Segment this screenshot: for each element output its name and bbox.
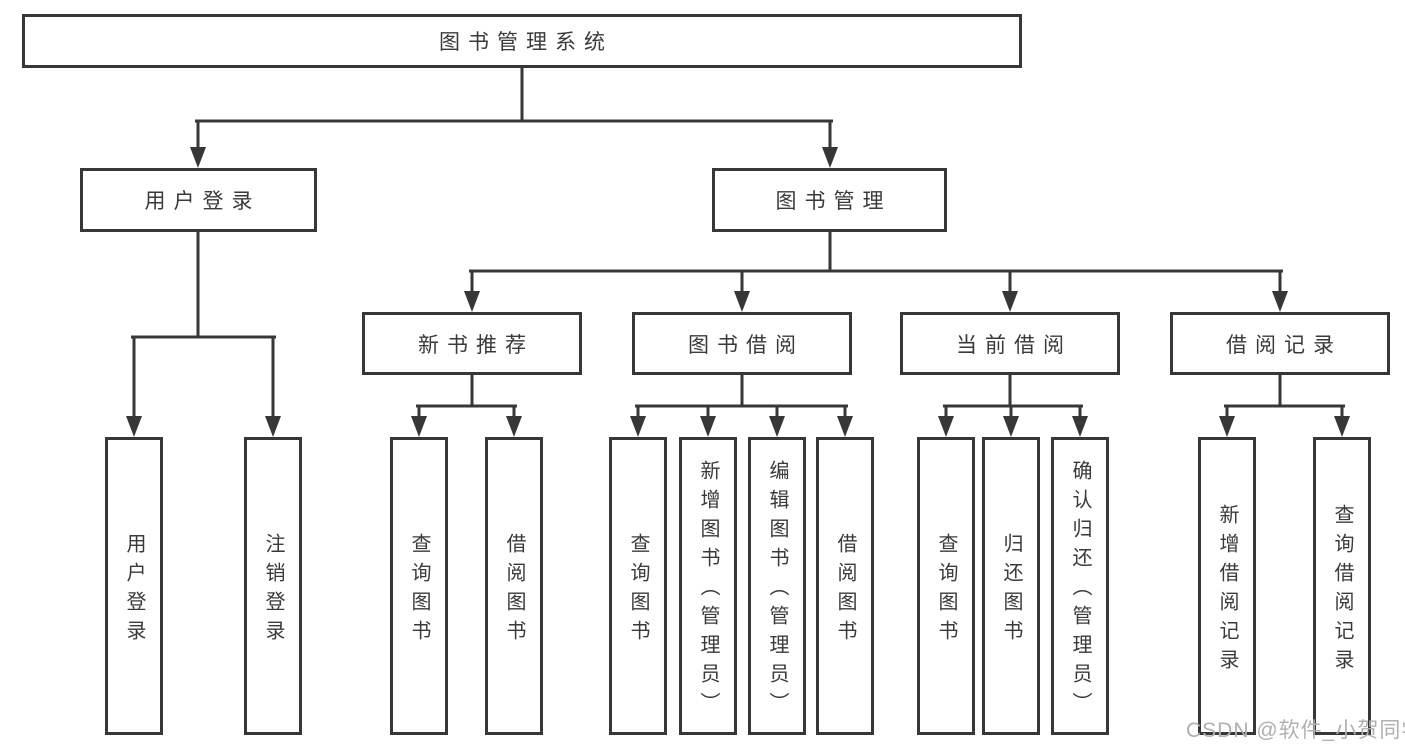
node-book-management: 图书管理 (712, 168, 947, 232)
leaf-query-books-recommend-label: 查询图书 (408, 532, 430, 649)
leaf-query-books-borrow: 查询图书 (609, 437, 667, 735)
leaf-add-book-admin-label: 新增图书（管理员） (697, 460, 719, 721)
node-library-system: 图书管理系统 (22, 14, 1022, 68)
leaf-query-books-current-label: 查询图书 (935, 532, 957, 649)
leaf-edit-book-admin-label: 编辑图书（管理员） (766, 460, 788, 721)
leaf-borrow-books-label: 借阅图书 (834, 532, 856, 649)
leaf-borrow-books: 借阅图书 (816, 437, 874, 735)
node-borrowing-records-label: 借阅记录 (1226, 333, 1342, 357)
leaf-logout-login: 注销登录 (244, 437, 302, 735)
leaf-add-book-admin: 新增图书（管理员） (679, 437, 737, 735)
leaf-borrow-books-recommend-label: 借阅图书 (503, 532, 525, 649)
node-book-management-label: 图书管理 (775, 190, 892, 213)
node-new-book-recommend-label: 新书推荐 (418, 333, 534, 357)
leaf-query-books-borrow-label: 查询图书 (627, 532, 649, 649)
leaf-edit-book-admin: 编辑图书（管理员） (748, 437, 806, 735)
leaf-query-borrow-record-label: 查询借阅记录 (1331, 503, 1353, 678)
leaf-return-books-label: 归还图书 (1000, 532, 1022, 649)
node-user-login-label: 用户登录 (144, 190, 261, 213)
leaf-confirm-return-admin-label: 确认归还（管理员） (1069, 460, 1091, 721)
leaf-confirm-return-admin: 确认归还（管理员） (1051, 437, 1109, 735)
leaf-query-books-recommend: 查询图书 (390, 437, 448, 735)
leaf-borrow-books-recommend: 借阅图书 (485, 437, 543, 735)
node-new-book-recommend: 新书推荐 (362, 312, 582, 375)
leaf-user-login: 用户登录 (105, 437, 163, 735)
leaf-query-borrow-record: 查询借阅记录 (1313, 437, 1371, 735)
node-book-borrowing-label: 图书借阅 (688, 333, 804, 357)
leaf-user-login-label: 用户登录 (123, 532, 145, 649)
leaf-logout-login-label: 注销登录 (262, 532, 284, 649)
node-library-system-label: 图书管理系统 (439, 31, 613, 54)
leaf-add-borrow-record: 新增借阅记录 (1198, 437, 1256, 735)
leaf-return-books: 归还图书 (982, 437, 1040, 735)
node-current-borrowing: 当前借阅 (900, 312, 1120, 375)
node-borrowing-records: 借阅记录 (1170, 312, 1390, 375)
node-book-borrowing: 图书借阅 (632, 312, 852, 375)
node-user-login: 用户登录 (80, 168, 317, 232)
node-current-borrowing-label: 当前借阅 (956, 333, 1072, 357)
leaf-query-books-current: 查询图书 (917, 437, 975, 735)
leaf-add-borrow-record-label: 新增借阅记录 (1216, 503, 1238, 678)
csdn-watermark: CSDN @软件_小贺同学 (1186, 719, 1405, 742)
